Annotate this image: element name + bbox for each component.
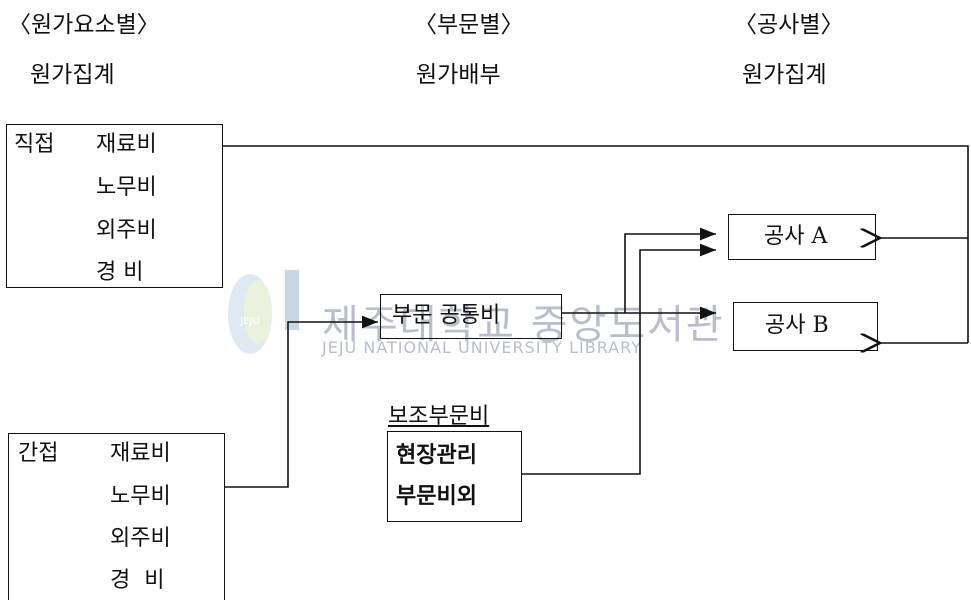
indirect-item: 노무비 bbox=[110, 484, 171, 509]
direct-cost-label: 직접 bbox=[14, 132, 55, 157]
aux-dept-line1: 현장관리 bbox=[396, 442, 477, 468]
department-header: 〈부문별〉 bbox=[414, 12, 524, 38]
cost-element-subheader: 원가집계 bbox=[30, 62, 115, 88]
aux-dept-box bbox=[387, 431, 522, 522]
watermark-korean-text: 제주대학교 중앙도서관 bbox=[322, 302, 725, 348]
project-a-box bbox=[728, 214, 876, 260]
dept-common-cost-box bbox=[380, 294, 562, 339]
indirect-to-common-line bbox=[224, 315, 378, 488]
aux-dept-title: 보조부문비 bbox=[388, 404, 490, 429]
svg-text:JEJU: JEJU bbox=[239, 316, 260, 327]
indirect-item: 외주비 bbox=[110, 526, 171, 551]
project-b-label: 공사 B bbox=[765, 313, 829, 338]
direct-item: 재료비 bbox=[96, 132, 157, 157]
project-subheader: 원가집계 bbox=[742, 62, 827, 88]
indirect-item: 재료비 bbox=[110, 441, 171, 466]
direct-item: 노무비 bbox=[96, 175, 157, 200]
indirect-item: 경 비 bbox=[110, 568, 165, 593]
watermark-logo-icon: JEJU bbox=[228, 270, 299, 354]
dept-common-cost-label: 부문 공통비 bbox=[392, 303, 501, 328]
aux-dept-line2: 부문비외 bbox=[396, 483, 477, 509]
indirect-cost-box bbox=[8, 433, 225, 600]
project-header: 〈공사별〉 bbox=[734, 12, 844, 38]
library-watermark: JEJU bbox=[210, 262, 730, 362]
direct-cost-box bbox=[6, 124, 223, 288]
indirect-cost-label: 간접 bbox=[18, 441, 59, 466]
direct-to-projects-line bbox=[222, 145, 969, 343]
common-to-project-a-line bbox=[624, 227, 716, 313]
direct-item: 외주비 bbox=[96, 218, 157, 243]
project-b-box bbox=[733, 302, 878, 351]
cost-element-header: 〈원가요소별〉 bbox=[8, 12, 160, 38]
direct-item: 경 비 bbox=[96, 260, 144, 285]
department-subheader: 원가배부 bbox=[416, 62, 501, 88]
aux-to-projects-line bbox=[522, 243, 716, 475]
watermark-english-text: JEJU NATIONAL UNIVERSITY LIBRARY bbox=[322, 338, 642, 357]
project-a-label: 공사 A bbox=[764, 224, 828, 249]
